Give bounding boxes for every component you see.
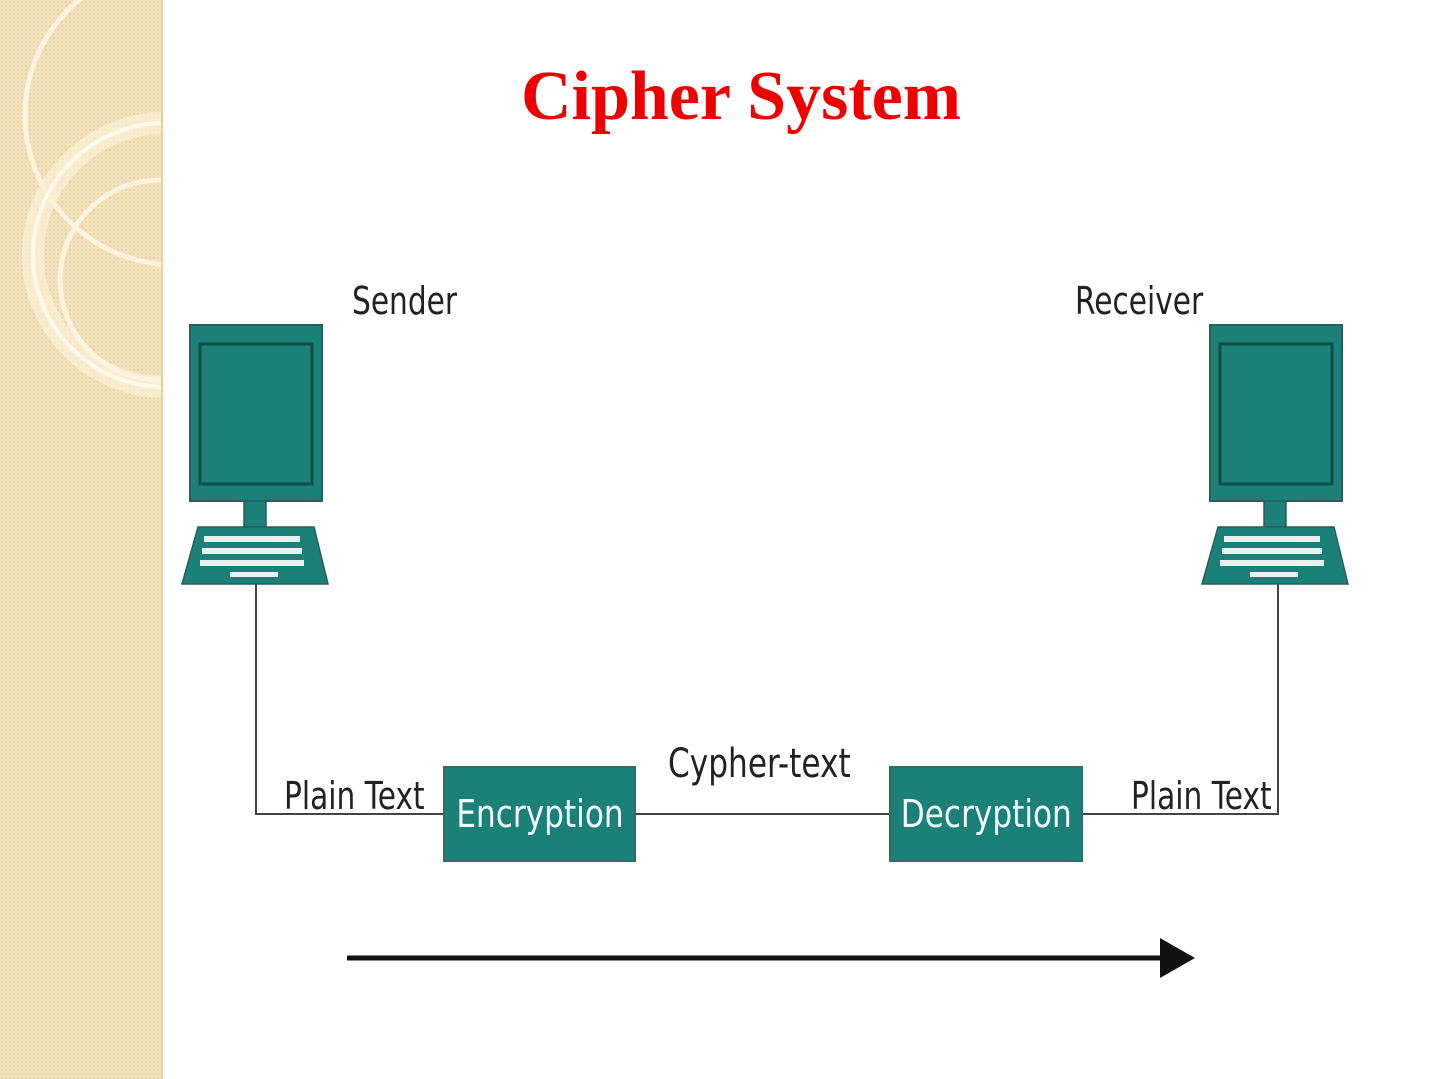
decryption-node: Decryption <box>889 766 1083 862</box>
left-plain-text-label: Plain Text <box>284 774 425 818</box>
decorative-sidebar <box>0 0 163 1079</box>
receiver-computer-icon <box>1201 324 1349 585</box>
right-plain-text-label: Plain Text <box>1131 774 1272 818</box>
flow-arrow-head <box>1160 938 1195 978</box>
sender-connector-line <box>255 580 445 815</box>
encryption-label: Encryption <box>455 792 624 836</box>
decryption-label: Decryption <box>900 792 1072 836</box>
sender-computer-icon <box>181 324 329 585</box>
sidebar-circles-decoration <box>22 0 161 398</box>
slide-title: Cipher System <box>520 58 962 135</box>
cipher-text-label: Cypher-text <box>668 741 851 787</box>
receiver-connector-line <box>1083 580 1279 815</box>
encryption-node: Encryption <box>443 766 636 862</box>
sender-label: Sender <box>352 279 458 323</box>
receiver-label: Receiver <box>1075 279 1204 323</box>
